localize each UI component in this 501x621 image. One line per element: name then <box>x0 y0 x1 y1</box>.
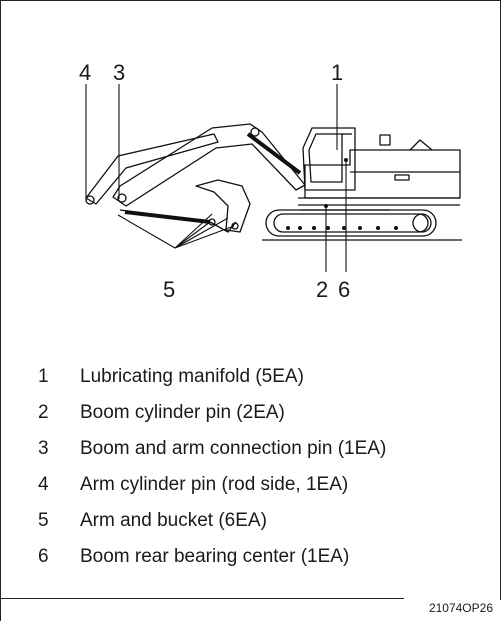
legend-number: 6 <box>38 546 49 567</box>
boom <box>112 123 306 207</box>
callout-2: 2 <box>316 277 329 302</box>
frame-left-border <box>0 0 1 621</box>
callout-1: 1 <box>331 60 344 85</box>
legend-number: 2 <box>38 402 49 423</box>
leader-5a <box>117 214 176 249</box>
leader-5d <box>174 217 229 249</box>
idler-wheel <box>412 213 432 233</box>
bucket <box>195 179 251 233</box>
leader-5e <box>174 213 213 249</box>
leader-6-dot <box>344 158 348 162</box>
exhaust-stack <box>379 134 391 146</box>
engine-hood <box>409 139 433 151</box>
figure-code: 21074OP26 <box>428 601 493 615</box>
callout-6: 6 <box>338 277 351 302</box>
legend-text: Boom cylinder pin (2EA) <box>80 402 285 423</box>
boom-cylinder <box>246 132 302 175</box>
leader-5c <box>174 225 235 249</box>
excavator-diagram <box>85 84 462 272</box>
legend-text: Boom rear bearing center (1EA) <box>80 546 350 567</box>
legend-text: Lubricating manifold (5EA) <box>80 366 304 387</box>
boom-arm-pin <box>117 193 127 203</box>
cab <box>302 127 356 191</box>
cab-window <box>308 133 343 183</box>
handrail-mark <box>394 174 410 181</box>
legend-text: Boom and arm connection pin (1EA) <box>80 438 387 459</box>
callout-5: 5 <box>163 277 176 302</box>
boom-upper-pin <box>250 127 260 137</box>
legend-text: Arm and bucket (6EA) <box>80 510 267 531</box>
frame-top-border <box>0 0 501 1</box>
legend-number: 3 <box>38 438 49 459</box>
legend-number: 4 <box>38 474 49 495</box>
legend-text: Arm cylinder pin (rod side, 1EA) <box>80 474 349 495</box>
track-inner <box>273 213 429 233</box>
upper-structure <box>304 149 461 199</box>
callout-4: 4 <box>79 60 92 85</box>
link-pin <box>208 218 216 226</box>
legend-number: 1 <box>38 366 49 387</box>
leader-2-dot <box>324 204 328 208</box>
legend-number: 5 <box>38 510 49 531</box>
callout-3: 3 <box>113 60 126 85</box>
bucket-pin <box>231 222 239 230</box>
frame-bottom-border <box>0 598 404 599</box>
track-rollers <box>286 226 398 230</box>
arm <box>85 133 219 205</box>
leader-5b <box>174 221 211 249</box>
